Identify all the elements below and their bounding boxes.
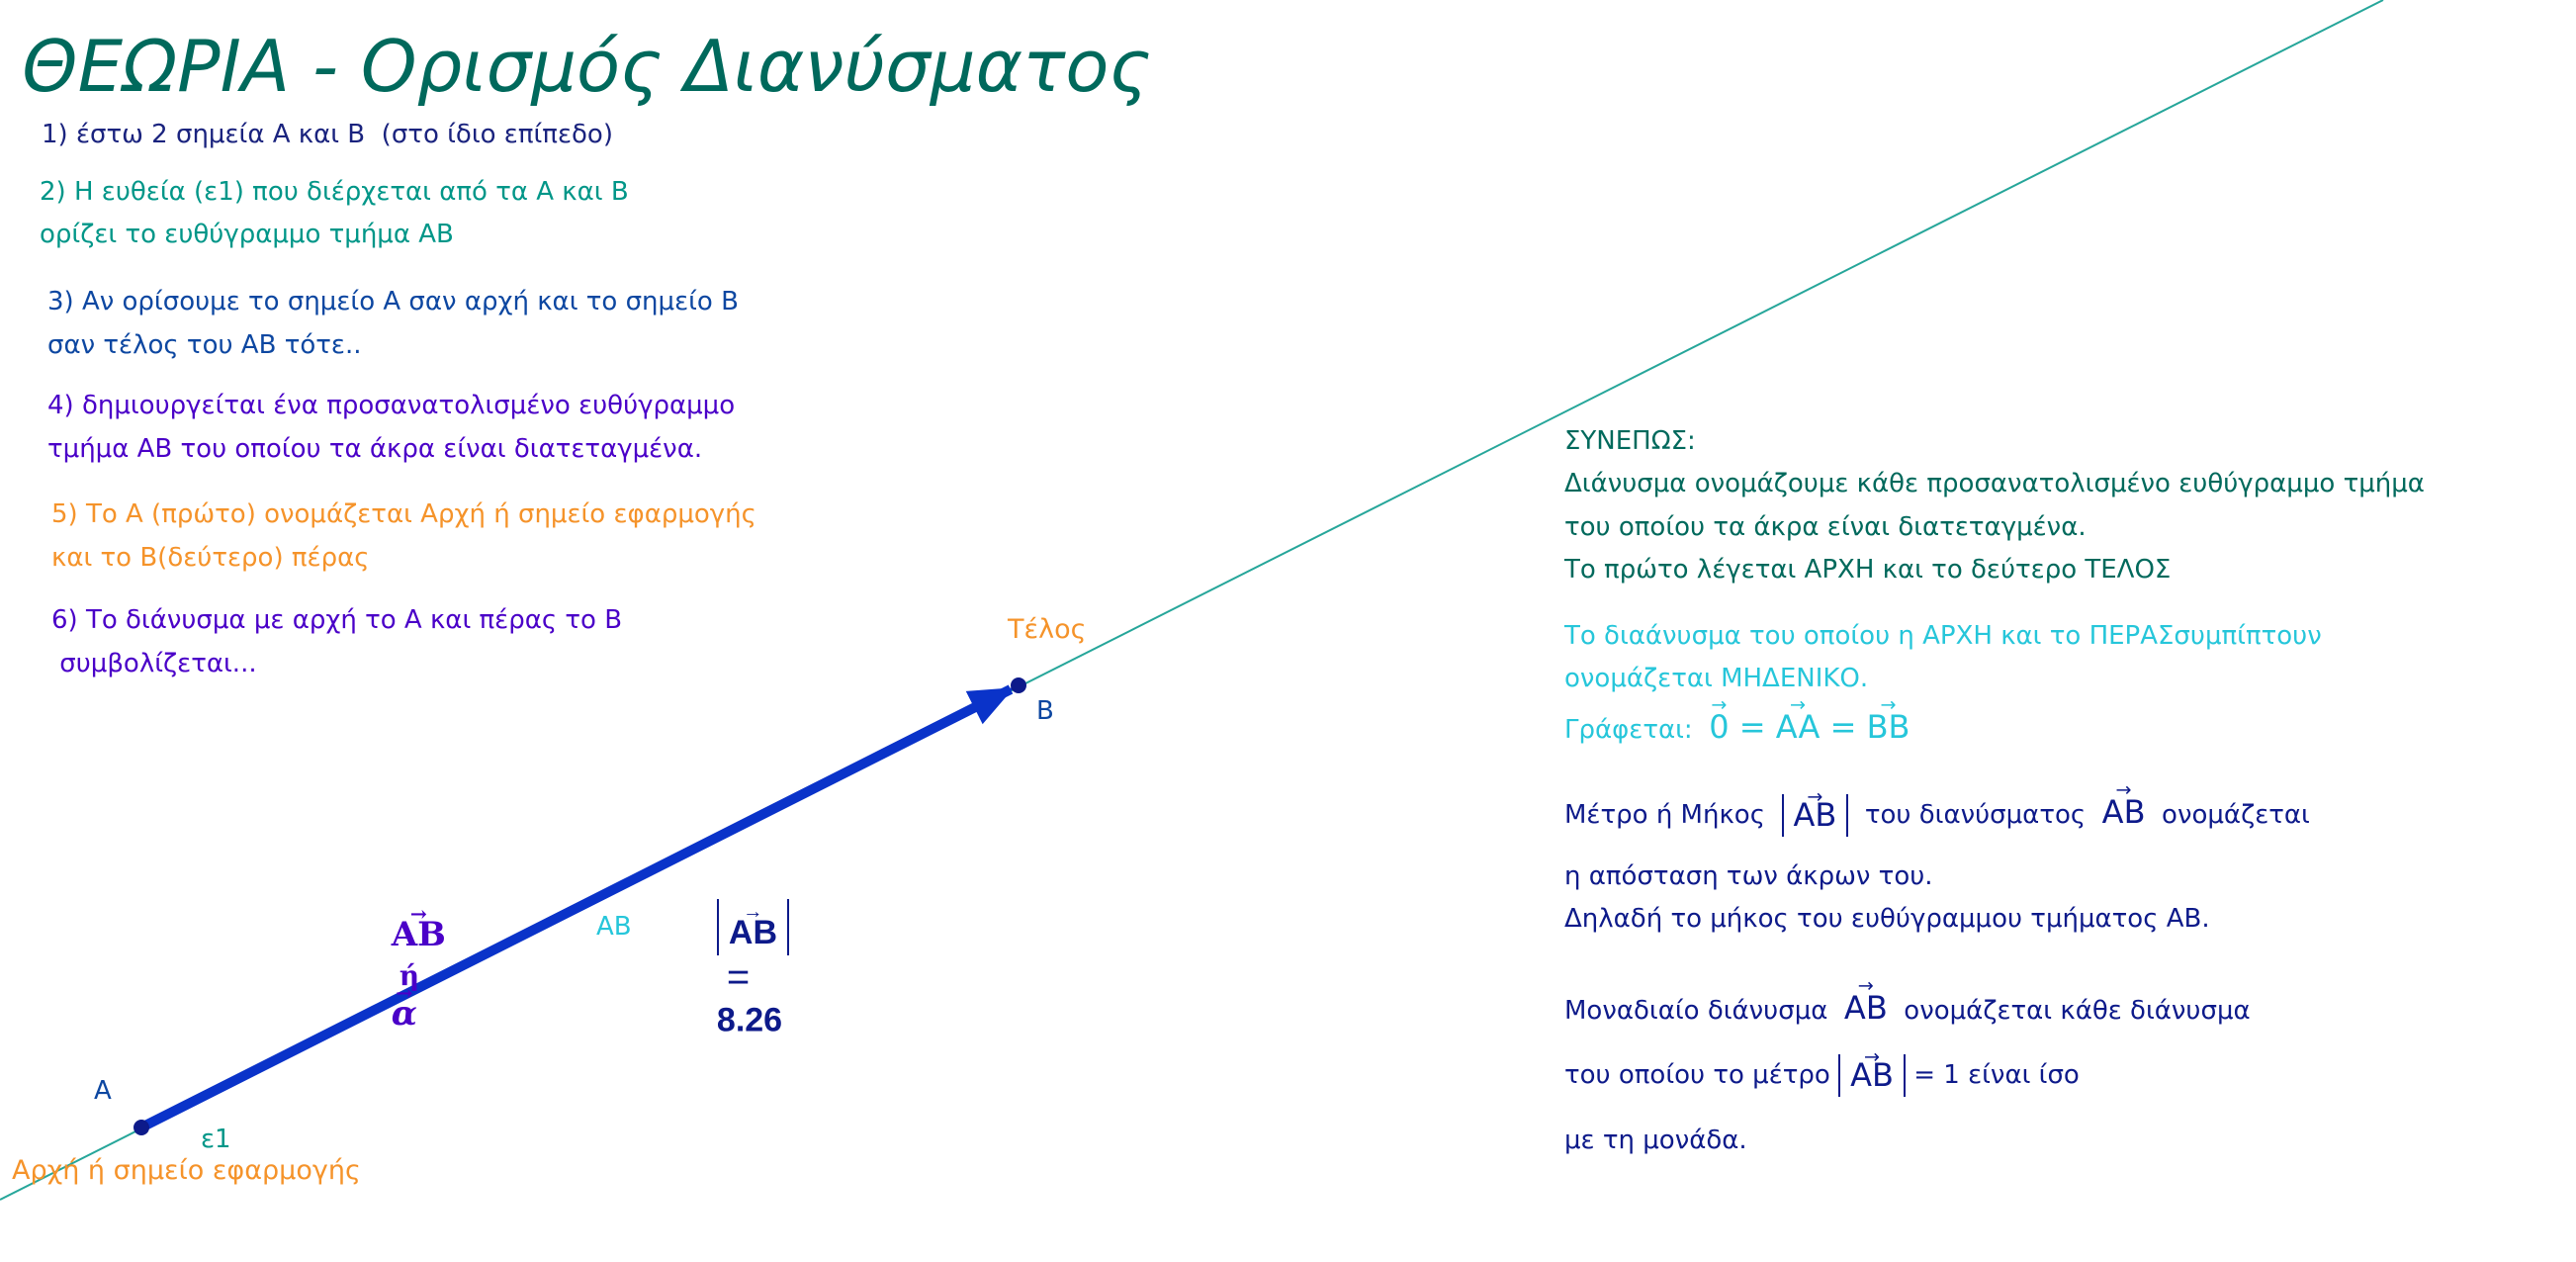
summary-heading: ΣΥΝΕΠΩΣ:: [1564, 426, 1696, 456]
step-6-line-2: συμβολίζεται...: [51, 649, 257, 678]
page-title: ΘΕΩΡΙΑ - Ορισμός Διανύσματος: [22, 25, 1151, 108]
step-5-line-2: και το Β(δεύτερο) πέρας: [51, 543, 370, 573]
zero-formula: Γράφεται: →0 = →AA = →BB: [1564, 693, 1910, 746]
magnitude-line-1: Μέτρο ή Μήκος →AB του διανύσματος →AB ον…: [1564, 780, 2310, 838]
magnitude-readout: →AB = 8.26: [698, 860, 790, 1040]
label-point-b: B: [1036, 696, 1054, 726]
point-a[interactable]: [133, 1120, 149, 1135]
label-point-a: A: [94, 1076, 112, 1106]
label-line-e1: ε1: [201, 1125, 231, 1154]
magnitude-line-3: Δηλαδή το μήκος του ευθύγραμμου τμήματος…: [1564, 904, 2210, 934]
vector-notation: →AB ή →α: [391, 901, 446, 1034]
zero-line-1: Το διαάνυσμα του οποίου η ΑΡΧΗ και το ΠΕ…: [1564, 621, 2322, 651]
unit-line-1: Μοναδιαίο διάνυσμα →AB ονομάζεται κάθε δ…: [1564, 974, 2251, 1027]
step-4-line-2: τμήμα ΑΒ του οποίου τα άκρα είναι διατετ…: [47, 434, 703, 464]
unit-line-2: του οποίου το μέτρο →AB = 1 είναι ίσο: [1564, 1047, 2080, 1098]
step-4-line-1: 4) δημιουργείται ένα προσανατολισμένο ευ…: [47, 391, 736, 420]
label-segment-ab: AB: [596, 912, 632, 942]
magnitude-line-2: η απόσταση των άκρων του.: [1564, 861, 1933, 891]
step-1: 1) έστω 2 σημεία Α και Β (στο ίδιο επίπε…: [42, 120, 613, 149]
vector-ab[interactable]: [138, 684, 1015, 1132]
step-5-line-1: 5) Το Α (πρώτο) ονομάζεται Αρχή ή σημείο…: [51, 499, 756, 529]
summary-line-1: Διάνυσμα ονομάζουμε κάθε προσανατολισμέν…: [1564, 469, 2425, 498]
step-3-line-1: 3) Αν ορίσουμε το σημείο Α σαν αρχή και …: [47, 287, 739, 316]
point-b[interactable]: [1011, 677, 1026, 693]
summary-line-2: του οποίου τα άκρα είναι διατεταγμένα.: [1564, 512, 2087, 542]
step-3-line-2: σαν τέλος του ΑΒ τότε..: [47, 330, 362, 360]
step-6-line-1: 6) Το διάνυσμα με αρχή το Α και πέρας το…: [51, 605, 623, 635]
label-end-point: Τέλος: [1008, 614, 1087, 645]
summary-line-3: Το πρώτο λέγεται ΑΡΧΗ και το δεύτερο ΤΕΛ…: [1564, 555, 2172, 585]
label-start-point: Αρχή ή σημείο εφαρμογής: [12, 1155, 361, 1186]
step-2-line-2: ορίζει το ευθύγραμμο τμήμα ΑΒ: [40, 220, 454, 249]
step-2-line-1: 2) Η ευθεία (ε1) που διέρχεται από τα Α …: [40, 177, 629, 207]
unit-line-3: με τη μονάδα.: [1564, 1126, 1747, 1155]
zero-line-2: ονομάζεται ΜΗΔΕΝΙΚΟ.: [1564, 664, 1869, 693]
